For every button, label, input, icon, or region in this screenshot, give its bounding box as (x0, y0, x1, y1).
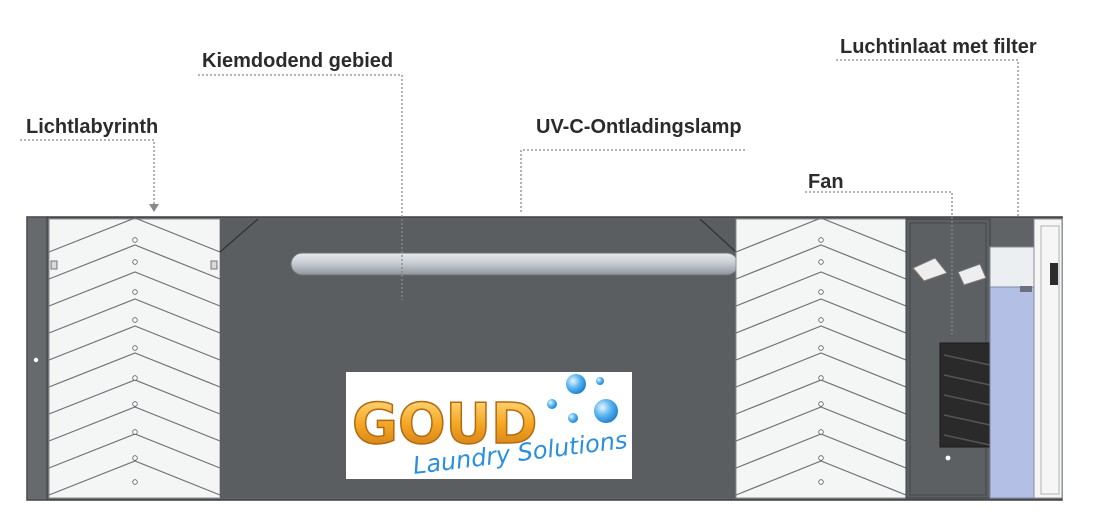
bubble-icon (594, 399, 618, 423)
label-kiemdodend-gebied: Kiemdodend gebied (202, 50, 394, 72)
fan-section (905, 218, 993, 499)
leader-luchtinlaat (836, 59, 1019, 216)
leader-lines (20, 59, 1019, 334)
arrow-icon (149, 204, 159, 212)
bubble-icon (596, 377, 604, 385)
left-light-labyrinth (48, 217, 221, 499)
bubble-icon (566, 374, 586, 394)
label-lichtlabyrinth: Lichtlabyrinth (26, 116, 159, 138)
label-luchtinlaat-met-filter: Luchtinlaat met filter (840, 36, 1037, 58)
inlet-filter (989, 218, 1063, 499)
bubble-icon (568, 413, 578, 423)
logo-brand-text: GOUD (352, 392, 538, 457)
uv-c-lamp (290, 252, 759, 276)
bubble-icon (547, 399, 557, 409)
leader-lichtlabyrinth (20, 139, 155, 205)
leader-uvc (520, 149, 745, 214)
leader-kiemdodend (198, 74, 403, 300)
label-uv-c-ontladingslamp: UV-C-Ontladingslamp (536, 116, 742, 138)
goud-laundry-logo: GOUD Laundry Solutions (346, 372, 632, 480)
right-light-labyrinth (735, 217, 907, 499)
leader-fan (805, 191, 953, 334)
label-fan: Fan (808, 171, 844, 193)
